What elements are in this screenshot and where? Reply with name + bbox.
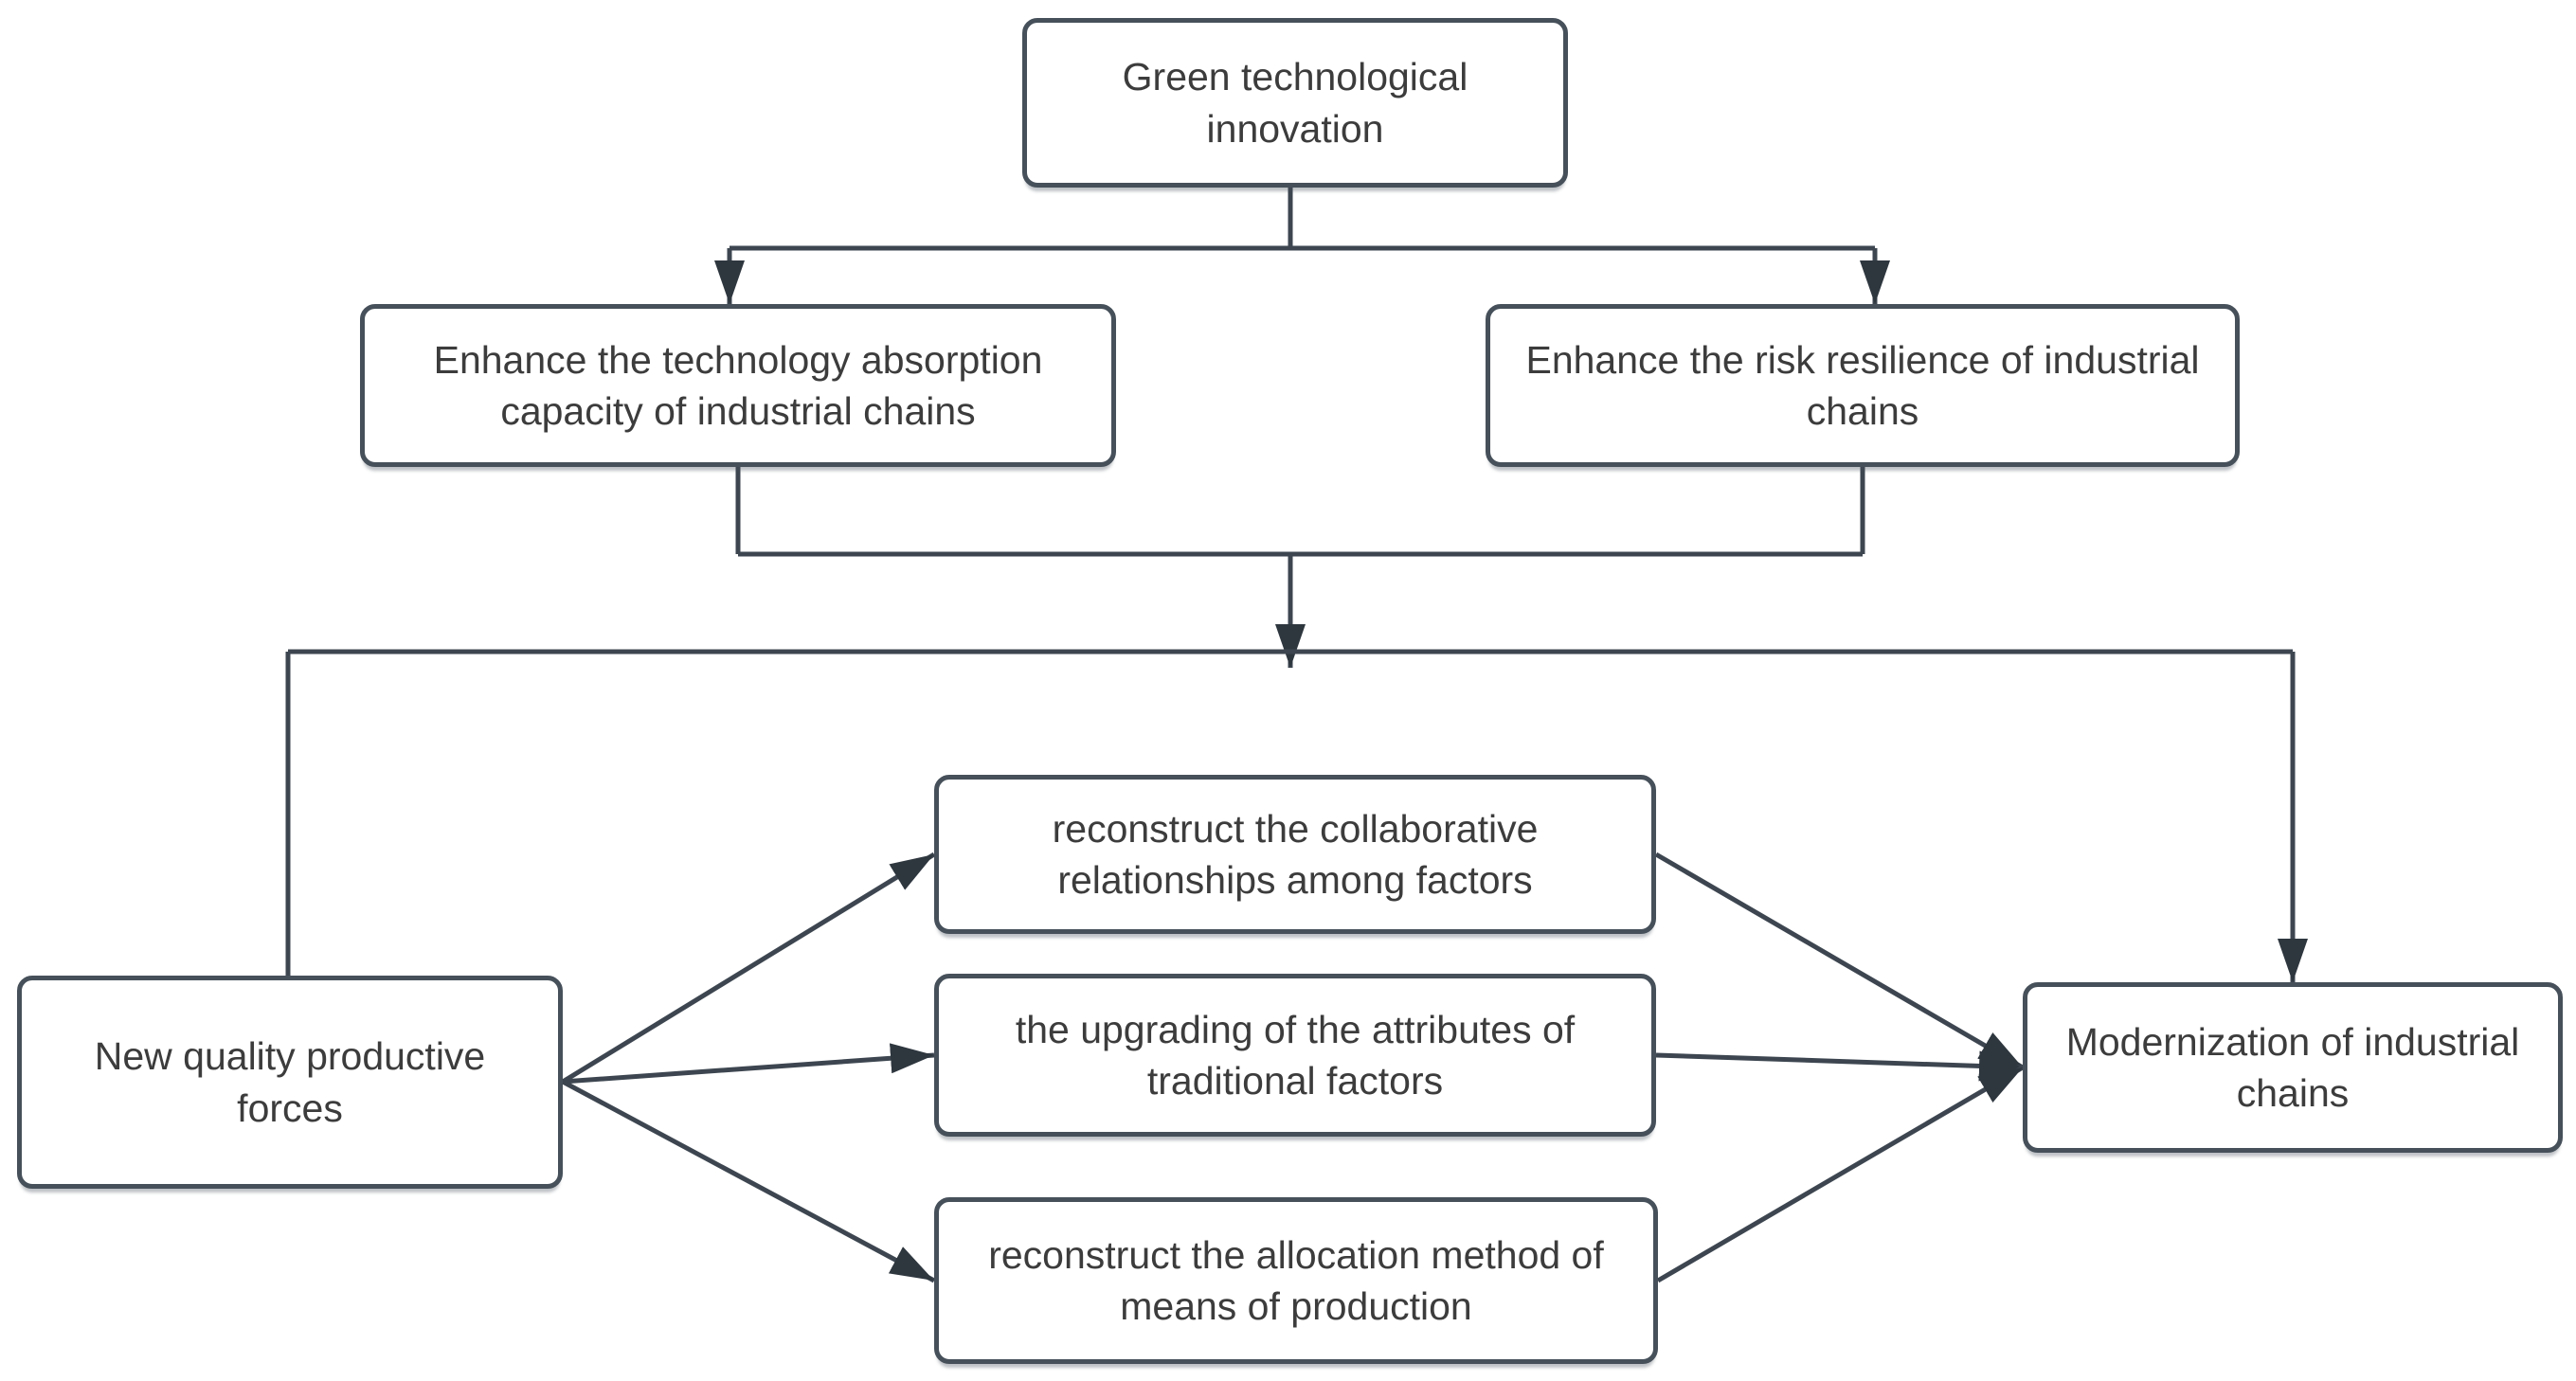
node-label: Modernization of industrial chains xyxy=(2065,1019,2520,1115)
node-label: New quality productive forces xyxy=(94,1034,486,1130)
edge-forces-to-allocation-arrow xyxy=(561,1079,936,1283)
node-new-quality-productive-forces: New quality productive forces xyxy=(17,976,563,1189)
node-reconstruct-collaborative-relationships: reconstruct the collaborative relationsh… xyxy=(934,775,1656,934)
edge-collaborative-to-modernization-arrow xyxy=(1654,852,2025,1070)
edge-forces-to-collaborative-arrow xyxy=(561,852,936,1085)
edge-allocation-to-modernization-arrow xyxy=(1656,1065,2025,1283)
node-risk-resilience: Enhance the risk resilience of industria… xyxy=(1486,304,2240,467)
node-label: Green technological innovation xyxy=(1122,55,1468,151)
node-technology-absorption-capacity: Enhance the technology absorption capaci… xyxy=(360,304,1116,467)
node-label: Enhance the risk resilience of industria… xyxy=(1525,337,2200,433)
edge-upgrading-to-modernization-arrow xyxy=(1655,1050,2024,1082)
node-green-technological-innovation: Green technological innovation xyxy=(1022,18,1568,188)
node-modernization-of-industrial-chains: Modernization of industrial chains xyxy=(2023,982,2563,1153)
node-reconstruct-allocation-method: reconstruct the allocation method of mea… xyxy=(934,1197,1658,1364)
node-label: reconstruct the collaborative relationsh… xyxy=(1052,806,1539,902)
node-upgrading-traditional-factors: the upgrading of the attributes of tradi… xyxy=(934,974,1656,1137)
node-label: reconstruct the allocation method of mea… xyxy=(988,1232,1604,1328)
edge-forces-to-upgrading-arrow xyxy=(562,1043,935,1085)
node-label: the upgrading of the attributes of tradi… xyxy=(1015,1007,1576,1103)
node-label: Enhance the technology absorption capaci… xyxy=(433,337,1043,433)
